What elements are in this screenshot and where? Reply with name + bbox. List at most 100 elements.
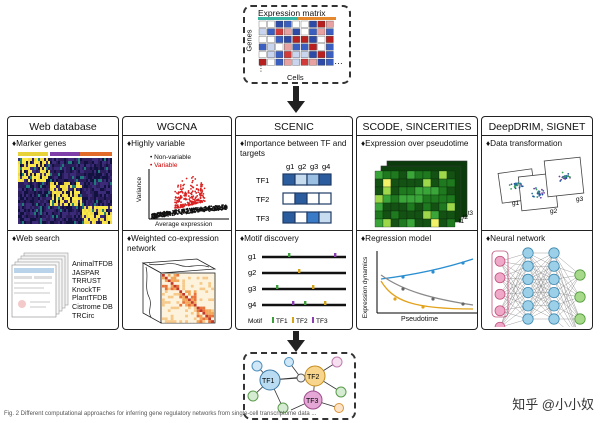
motif-tf-legend: TF1 — [276, 318, 288, 325]
database-item: JASPAR — [72, 267, 100, 277]
matrix-cell — [258, 58, 267, 66]
neural-network-label: ♦Neural network — [486, 234, 546, 243]
network-node-tf1: TF1 — [262, 378, 275, 385]
nn-node — [494, 255, 506, 267]
panel-scenic: SCENIC ♦Importance between TF and target… — [235, 116, 353, 330]
matrix-cell — [317, 58, 326, 66]
matrix-cell — [258, 43, 267, 51]
network-node-tf2: TF2 — [307, 374, 320, 381]
importance-cell — [294, 211, 308, 224]
matrix-cell — [275, 20, 284, 28]
gene-label-g2: g2 — [550, 208, 558, 215]
down-arrow-bottom — [287, 331, 305, 352]
importance-cell — [306, 211, 320, 224]
nn-node — [574, 269, 586, 281]
nn-node — [494, 272, 506, 284]
matrix-cell — [284, 58, 292, 66]
matrix-cell — [284, 36, 292, 43]
panel-title: DeepDRIM, SIGNET — [488, 121, 586, 133]
matrix-cell — [300, 58, 309, 66]
target-label: g4 — [322, 162, 330, 171]
time-label: t2 — [463, 215, 469, 221]
matrix-cell — [284, 20, 292, 28]
co-expression-heatmap — [141, 258, 217, 324]
transformation-images: g1 g2 g3 — [497, 156, 585, 215]
target-label: g2 — [298, 162, 306, 171]
importance-cell — [294, 173, 308, 186]
matrix-cell — [258, 36, 267, 43]
matrix-title: Expression matrix — [258, 8, 326, 18]
nn-node — [494, 305, 506, 317]
matrix-cell — [309, 20, 317, 28]
matrix-ellipsis-h: … — [334, 56, 343, 66]
gene-network-box — [243, 352, 356, 420]
time-label: t1 — [459, 219, 465, 225]
matrix-cell — [317, 51, 326, 58]
importance-cell — [294, 192, 308, 205]
matrix-cell — [292, 20, 300, 28]
pseudotime-heatmap-stack: t1 t2 t3 — [374, 160, 474, 228]
panel-wgcna: WGCNA ♦Highly variable • Non-variable • … — [122, 116, 232, 330]
pseudotime-axis-label: Pseudotime — [401, 316, 438, 323]
network-node-tf3: TF3 — [306, 398, 319, 405]
marker-genes-heatmap — [18, 152, 112, 224]
expression-pseudotime-label: ♦Expression over pseudotime — [361, 139, 469, 148]
matrix-genes-label: Genes — [244, 29, 254, 52]
regression-model-label: ♦Regression model — [361, 234, 432, 243]
neural-network-diagram — [491, 247, 586, 327]
matrix-cell — [267, 51, 275, 58]
matrix-cell — [309, 58, 317, 66]
panel-title: WGCNA — [156, 121, 198, 133]
panel-deepdrim: DeepDRIM, SIGNET ♦Data transformation g1… — [481, 116, 593, 330]
gene-label-g3: g3 — [576, 196, 584, 203]
time-label: t3 — [468, 211, 474, 217]
matrix-cell — [317, 36, 326, 43]
highly-variable-label: ♦Highly variable — [127, 139, 185, 148]
web-screenshots-stack — [11, 252, 69, 318]
nn-node — [548, 286, 560, 299]
matrix-ellipsis-v: ⋮ — [257, 64, 265, 73]
matrix-cell — [292, 51, 300, 58]
nn-node — [522, 260, 534, 272]
nn-node — [522, 300, 534, 312]
matrix-cell — [267, 20, 275, 28]
matrix-cell — [275, 51, 284, 58]
matrix-cell — [300, 43, 309, 51]
matrix-cell — [267, 28, 275, 36]
gene-label: g2 — [248, 268, 256, 277]
motif-discovery-label: ♦Motif discovery — [240, 234, 299, 243]
matrix-cell — [309, 36, 317, 43]
database-item: PlantTFDB — [72, 293, 108, 303]
data-transformation-label: ♦Data transformation — [486, 139, 563, 148]
panel-title: Web database — [29, 121, 97, 133]
importance-grid: g1 g2 g3 g4 TF1 TF2 TF3 — [256, 162, 332, 224]
panel-web-database: Web database ♦Marker genes ♦Web search A… — [7, 116, 119, 330]
importance-cell — [318, 211, 332, 224]
nn-node — [494, 321, 506, 327]
matrix-cell — [292, 58, 300, 66]
target-label: g1 — [286, 162, 294, 171]
matrix-cell — [284, 28, 292, 36]
matrix-cell — [326, 58, 334, 66]
database-item: AnimalTFDB — [72, 259, 113, 268]
legend-variable: • Variable — [150, 162, 178, 169]
nn-node — [522, 273, 534, 286]
matrix-cell — [267, 36, 275, 43]
matrix-cell — [275, 43, 284, 51]
matrix-cell — [317, 20, 326, 28]
nn-node — [494, 288, 506, 300]
matrix-cell — [292, 36, 300, 43]
matrix-cell — [258, 51, 267, 58]
gene-label: g3 — [248, 284, 256, 293]
variance-scatter — [148, 169, 229, 220]
matrix-cell — [300, 20, 309, 28]
importance-cell — [282, 173, 296, 186]
database-item: TRRUST — [72, 276, 102, 286]
importance-cell — [306, 192, 320, 205]
matrix-cell — [300, 36, 309, 43]
expression-matrix-heatmap — [258, 17, 336, 66]
gene-regulatory-network: TF1 TF2 TF3 — [247, 356, 347, 414]
importance-cell — [282, 211, 296, 224]
matrix-cell — [275, 28, 284, 36]
motif-tf-legend: TF3 — [316, 318, 328, 325]
